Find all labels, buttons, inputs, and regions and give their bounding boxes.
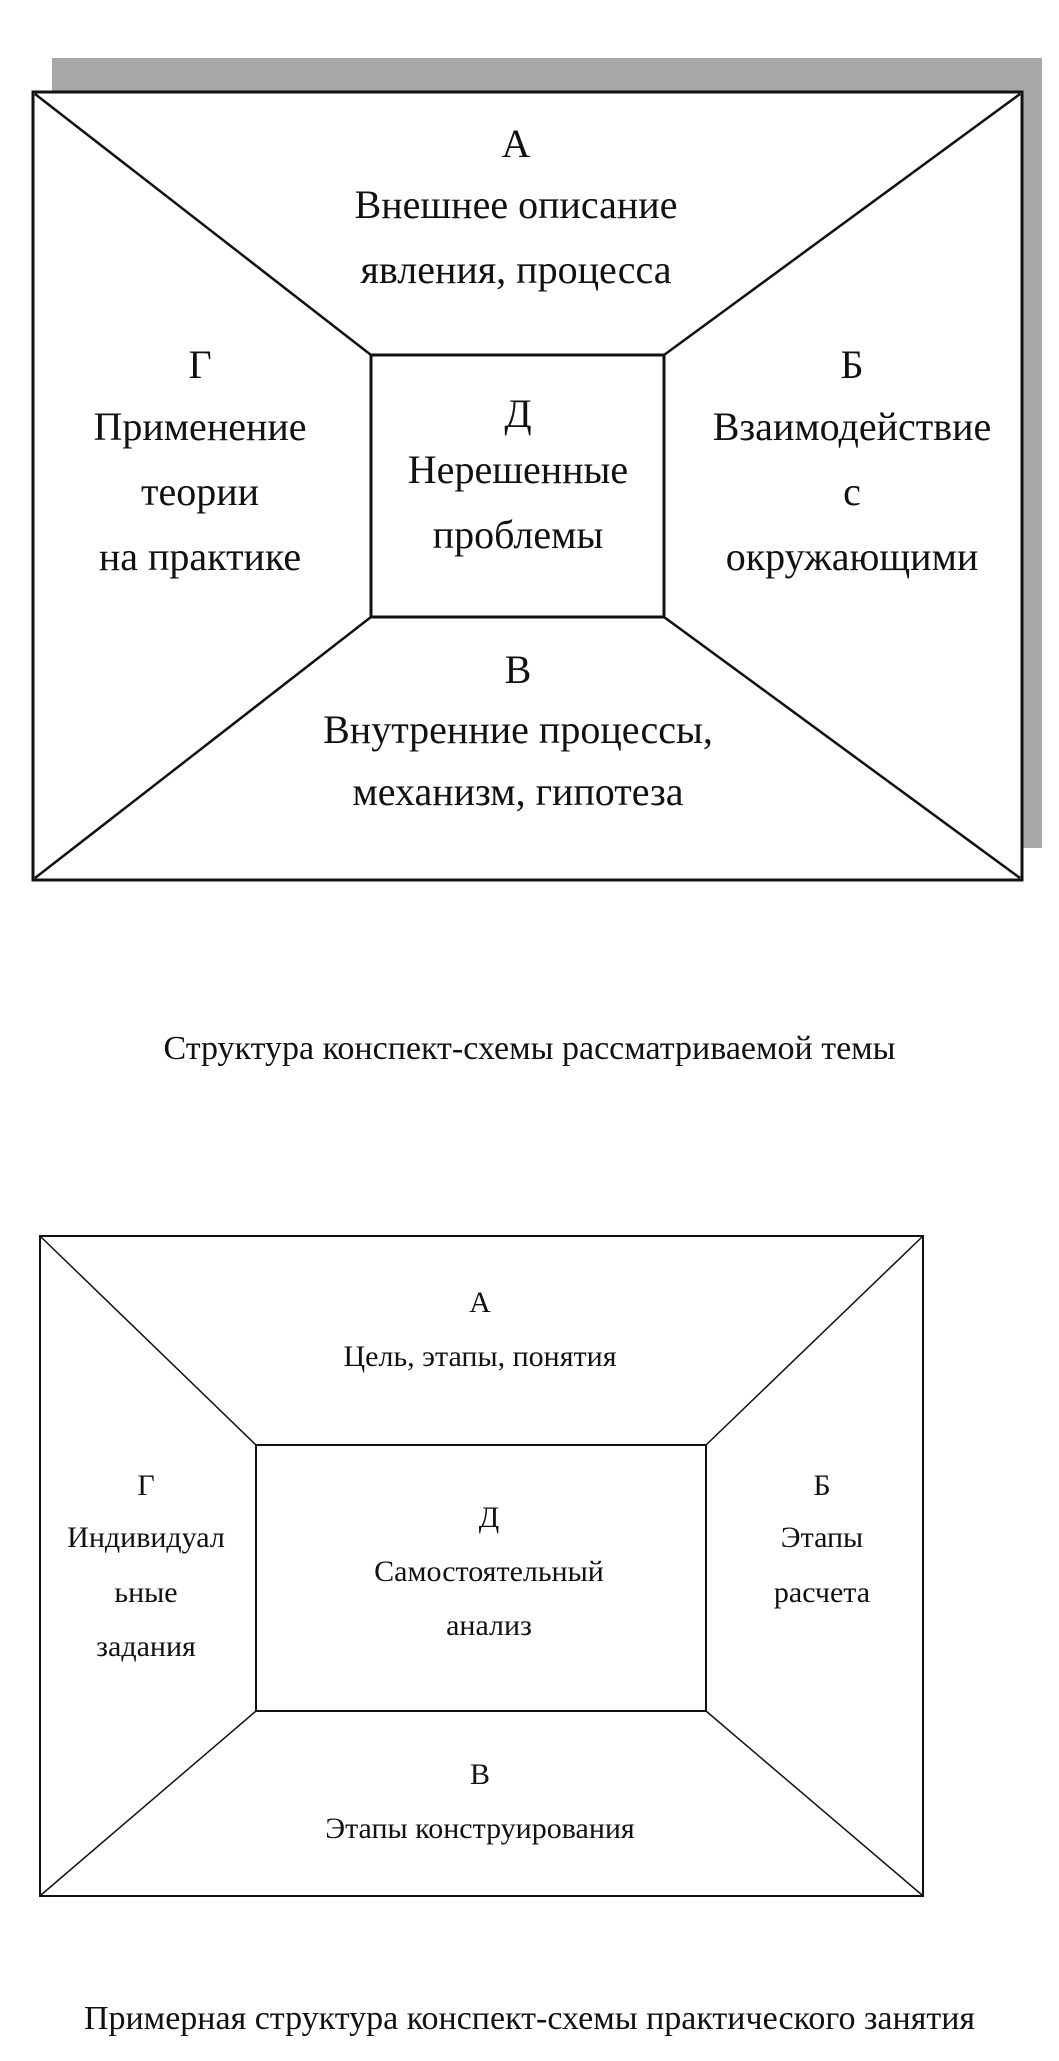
- diagram-1-center-letter: Д: [504, 391, 531, 436]
- diagram-1-shadow-right: [1022, 58, 1042, 848]
- diagram-1-diagonal-bl: [34, 616, 372, 879]
- diagram-1-top-line-1: Внешнее описание: [355, 182, 678, 227]
- diagram-1-diagonal-br: [663, 615, 1021, 880]
- diagram-1-right-line-1: Взаимодействие: [713, 404, 992, 449]
- diagram-2-right-letter: Б: [813, 1469, 830, 1502]
- diagram-2-top-line-1: Цель, этапы, понятия: [344, 1340, 617, 1373]
- diagram-2-diagonal-tl: [40, 1236, 257, 1446]
- diagram-2-top-letter: А: [469, 1286, 491, 1319]
- diagram-1-top-letter: А: [502, 121, 531, 166]
- diagram-2-right-line-1: Этапы: [781, 1521, 863, 1554]
- diagram-1-diagonal-tl: [34, 93, 372, 356]
- diagram-1-diagonal-tr: [663, 92, 1021, 357]
- diagram-2-center-line-1: Самостоятельный: [374, 1555, 604, 1588]
- diagram-2-outer-frame: [39, 1235, 924, 1897]
- diagram-1-left-line-3: на практике: [99, 534, 301, 579]
- diagram-1-top-line-2: явления, процесса: [361, 247, 672, 292]
- diagram-1: А Внешнее описание явления, процесса Г П…: [31, 58, 1042, 882]
- diagram-2-right-line-2: расчета: [774, 1576, 870, 1609]
- diagram-2-left-letter: Г: [137, 1469, 154, 1502]
- diagram-2-inner-box: [255, 1444, 707, 1712]
- diagram-1-left-letter: Г: [188, 342, 211, 387]
- diagram-2-diagonal-bl: [40, 1710, 257, 1896]
- diagram-2-caption: Примерная структура конспект-схемы практ…: [83, 2000, 976, 2037]
- diagram-2-diagonal-tr: [705, 1236, 923, 1446]
- diagram-2-center-line-2: анализ: [446, 1609, 532, 1642]
- diagram-1-bottom-line-1: Внутренние процессы,: [323, 707, 713, 752]
- diagram-1-inner-box: [369, 353, 666, 619]
- diagram-1-bottom-letter: В: [505, 647, 532, 692]
- diagram-1-center-line-1: Нерешенные: [408, 447, 628, 492]
- diagram-1-right-line-2: с: [843, 469, 861, 514]
- diagram-2-left-line-2: ьные: [114, 1576, 177, 1609]
- diagram-2-left-line-1: Индивидуал: [67, 1521, 225, 1554]
- diagram-1-left-line-2: теории: [141, 469, 259, 514]
- diagram-1-center-line-2: проблемы: [433, 512, 604, 557]
- diagram-1-right-line-3: окружающими: [726, 534, 979, 579]
- diagram-1-right-letter: Б: [841, 342, 864, 387]
- diagram-1-outer-frame: [31, 90, 1024, 882]
- diagram-1-shadow-top: [52, 58, 1042, 94]
- diagram-1-bottom-line-2: механизм, гипотеза: [352, 769, 683, 814]
- diagram-1-left-line-1: Применение: [93, 404, 306, 449]
- diagram-2-diagonal-br: [705, 1710, 923, 1896]
- diagram-2-left-line-3: задания: [96, 1630, 196, 1663]
- diagram-2-bottom-line-1: Этапы конструирования: [325, 1812, 635, 1845]
- diagram-1-caption: Структура конспект-схемы рассматриваемой…: [163, 1030, 896, 1067]
- diagram-2-bottom-letter: В: [470, 1758, 490, 1791]
- diagram-2-center-letter: Д: [479, 1501, 499, 1534]
